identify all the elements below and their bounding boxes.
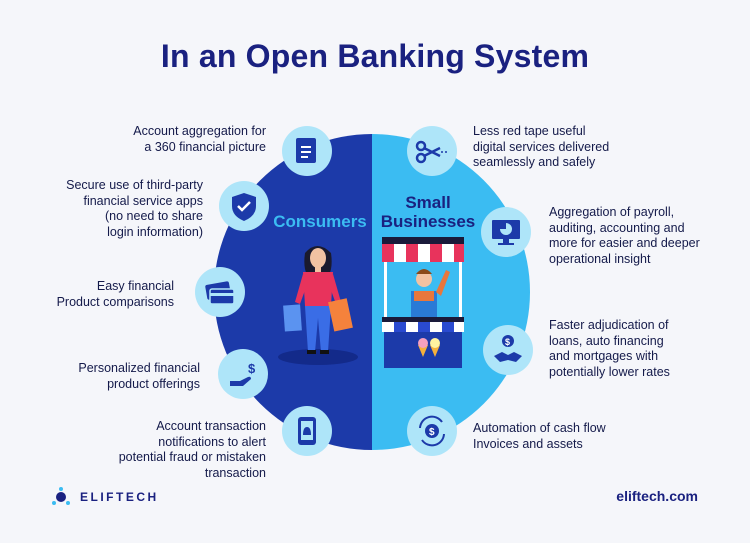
consumer-item-text: Account aggregation for a 360 financial … — [133, 124, 266, 154]
icon-circle-shield — [219, 181, 269, 231]
svg-text:$: $ — [429, 427, 435, 438]
consumer-item-text: Personalized financial product offerings — [78, 361, 200, 391]
shop-stall-illustration — [382, 237, 464, 368]
business-item-text: Faster adjudication of loans, auto finan… — [549, 318, 670, 379]
svg-text:$: $ — [505, 337, 510, 347]
consumer-item-text: Secure use of third-party financial serv… — [66, 178, 203, 239]
eliftech-logo-icon — [52, 487, 70, 505]
icon-circle-handshake: $ — [483, 325, 533, 375]
svg-text:$: $ — [248, 361, 256, 376]
icon-circle-scissors — [407, 126, 457, 176]
icon-circle-phone-bell — [282, 406, 332, 456]
business-item-text: Less red tape useful digital services de… — [473, 124, 610, 169]
icon-circle-cards — [195, 267, 245, 317]
consumer-item-text: Account transaction notifications to ale… — [118, 419, 266, 480]
icon-circle-monitor — [481, 207, 531, 257]
businesses-label-line: Businesses — [380, 212, 476, 231]
businesses-label: Small Businesses — [378, 193, 478, 231]
icon-circle-document — [282, 126, 332, 176]
brand-url[interactable]: eliftech.com — [616, 488, 698, 504]
brand-name: ELIFTECH — [80, 490, 159, 504]
consumer-item-text: Easy financial Product comparisons — [56, 279, 174, 309]
brand-logo: ELIFTECH — [51, 487, 159, 507]
icon-circle-hand-dollar: $ — [218, 349, 268, 399]
consumers-label: Consumers — [273, 212, 367, 231]
businesses-label-line: Small — [405, 193, 451, 212]
business-item-text: Aggregation of payroll, auditing, accoun… — [549, 205, 700, 266]
consumer-woman-illustration — [278, 246, 358, 365]
page-title: In an Open Banking System — [160, 38, 590, 74]
icon-circle-cycle-dollar: $ — [407, 406, 457, 456]
business-item-text: Automation of cash flow Invoices and ass… — [473, 421, 606, 451]
